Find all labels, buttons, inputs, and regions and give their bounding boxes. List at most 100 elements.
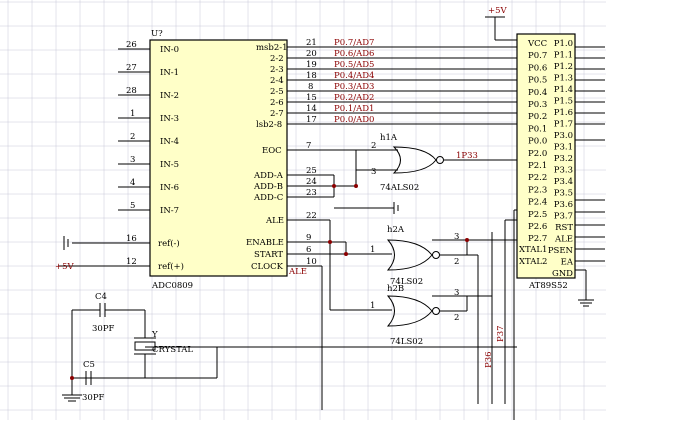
gate-part: 74ALS02 (380, 183, 419, 193)
mcu-right-pin-label: P3.3 (554, 166, 573, 176)
gate-pin-num: 2 (454, 257, 459, 267)
adc-pin-num: 14 (306, 104, 317, 114)
adc-pin-num: 7 (306, 141, 311, 151)
supply-vplus-label: +5V (55, 262, 75, 272)
bus-net-label: P0.3/AD3 (334, 82, 374, 92)
adc-pin-name: IN-7 (160, 206, 179, 216)
mcu-left-pin-labels: VCCP0.7P0.6P0.5P0.4P0.3P0.2P0.1P0.0P2.0P… (527, 39, 547, 244)
adc-pin-num: 24 (306, 177, 317, 187)
mcu-right-pin-label: P3.1 (554, 143, 573, 153)
adc-pin-num: 26 (126, 40, 137, 50)
mcu-left-pin-label: P0.7 (528, 51, 547, 61)
junction (344, 252, 348, 256)
adc-pin-name: lsb2-8 (256, 120, 282, 130)
junction (332, 184, 336, 188)
adc-pin-name: msb2-1 (256, 43, 288, 53)
gate-pin-num: 1 (370, 301, 375, 311)
nor-gate-h2b: h2B 1 3 2 74LS02 (330, 284, 467, 347)
mcu-right-pin-label: RST (555, 223, 573, 233)
mcu-right-pin-label: P3.2 (554, 154, 573, 164)
adc-pin-name: 2-4 (270, 76, 284, 86)
cap-c5-value: 30PF (82, 393, 105, 403)
mcu-right-pin-label: P1.6 (554, 108, 573, 118)
adc-pin-num: 27 (126, 63, 137, 73)
adc-pin-name: EOC (262, 146, 282, 156)
adc-pin-num: 23 (306, 188, 317, 198)
bus-net-label: P0.1/AD1 (334, 104, 374, 114)
mcu-right-pin-label: P3.4 (554, 177, 573, 187)
adc-pin-name: 2-7 (270, 109, 284, 119)
junction (70, 376, 74, 380)
gate-pin-num: 2 (371, 141, 376, 151)
junction (354, 184, 358, 188)
mcu-left-pin-label: P0.3 (528, 100, 547, 110)
adc-pin-name: 2-5 (270, 87, 284, 97)
crystal-ref: Y (151, 330, 158, 340)
mcu-right-pin-label: P1.5 (554, 97, 573, 107)
adc-pin-name: 2-6 (270, 98, 284, 108)
nor-gate-h1a: h1A 2 3 74ALS02 1P33 (355, 133, 517, 193)
adc-pin-num: 21 (306, 38, 317, 48)
gate-pin-num: 3 (454, 232, 459, 242)
mcu-right-pin-label: P3.7 (554, 212, 573, 222)
mcu-left-pin-label: P2.4 (528, 198, 547, 208)
gate-pin-num: 3 (454, 288, 459, 298)
mcu-left-pin-label: P2.6 (528, 222, 547, 232)
gate-part: 74LS02 (390, 337, 423, 347)
bus-net-label: P0.2/AD2 (334, 93, 374, 103)
interconnect-wires: P36 P37 (72, 139, 605, 420)
mcu-xtal2-label: XTAL2 (519, 257, 547, 267)
adc-pin-num: 1 (130, 109, 135, 119)
cap-c5-ref: C5 (83, 360, 95, 370)
mcu-xtal1-label: XTAL1 (519, 245, 547, 255)
gate-pin-num: 2 (454, 313, 459, 323)
adc-pin-num: 15 (306, 93, 317, 103)
adc-pin-num: 6 (306, 245, 311, 255)
gate-pin-num: 1 (370, 245, 375, 255)
adc-pin-name: ADD-A (253, 171, 284, 181)
gate-designator: h1A (380, 133, 398, 143)
mcu-right-pin-label: P3.5 (554, 189, 573, 199)
mcu-left-pin-label: P2.3 (528, 185, 547, 195)
mcu-part-label: AT89S52 (528, 281, 568, 291)
adc-pin-name: 2-3 (270, 65, 284, 75)
adc-pin-name: ADD-B (253, 182, 283, 192)
adc-pin-name: ref(-) (158, 238, 180, 249)
adc-pin-num: 12 (126, 257, 137, 267)
mcu-right-pin-label: P1.7 (554, 120, 573, 130)
net-label-p37: P37 (496, 325, 506, 342)
mcu-right-pin-labels: P1.0P1.1P1.2P1.3P1.4P1.5P1.6P1.7P3.0P3.1… (548, 39, 574, 279)
adc-pin-name: IN-4 (160, 137, 179, 147)
adc-pin-name: ref(+) (158, 261, 184, 272)
junction (465, 238, 469, 242)
mcu-right-pin-label: P1.0 (554, 39, 573, 49)
mcu-left-pin-label: P2.1 (528, 161, 547, 171)
cap-c4-value: 30PF (92, 324, 115, 334)
adc-pin-num: 20 (306, 49, 317, 59)
junction (328, 240, 332, 244)
mcu-right-pin-label: P1.4 (554, 85, 573, 95)
adc-pin-num: 18 (306, 71, 317, 81)
gate-output-net: 1P33 (456, 151, 478, 161)
adc-pin-num: 10 (306, 257, 317, 267)
mcu-left-pin-label: VCC (527, 39, 547, 49)
adc-pin-num: 16 (126, 234, 137, 244)
adc-pin-name: 2-2 (270, 54, 284, 64)
gate-designator: h2B (387, 284, 404, 294)
adc-pin-num: 17 (306, 115, 317, 125)
adc-pin-name: ENABLE (246, 238, 284, 248)
adc-pin-name: IN-1 (160, 68, 179, 78)
mcu-right-pin-label: P1.3 (554, 74, 573, 84)
adc-pin-num: 3 (130, 155, 135, 165)
net-label-p36: P36 (484, 351, 494, 368)
mcu-right-pin-label: P1.2 (554, 62, 573, 72)
mcu-left-pin-label: P0.4 (528, 88, 547, 98)
adc-pin-num: 19 (306, 60, 317, 70)
adc-pin-name: ADD-C (253, 193, 283, 203)
gate-part: 74LS02 (390, 277, 423, 287)
mcu-left-pin-label: P0.0 (528, 137, 547, 147)
mcu-left-pin-label: P2.0 (528, 149, 547, 159)
mcu-right-pin-label: EA (561, 258, 574, 268)
mcu-supply-label: +5V (488, 6, 508, 16)
